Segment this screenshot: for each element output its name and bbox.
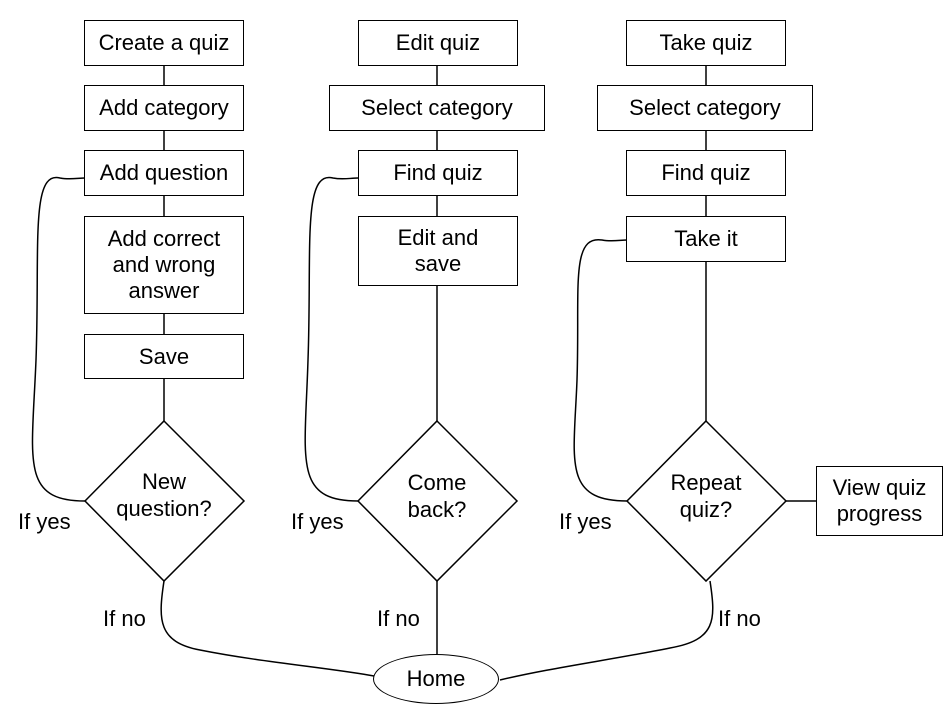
yes-label: If yes [18, 509, 71, 534]
step-find-quiz: Find quiz [358, 150, 518, 196]
no-label: If no [718, 606, 761, 631]
step-save: Save [84, 334, 244, 379]
step-take-quiz: Take quiz [626, 20, 786, 66]
step-add-question: Add question [84, 150, 244, 196]
yes-label: If yes [559, 509, 612, 534]
decision-diamond [625, 419, 788, 583]
loop-connector [31, 176, 86, 502]
step-edit-and-save: Edit and save [358, 216, 518, 286]
step-create-quiz: Create a quiz [84, 20, 244, 66]
step-view-quiz-progress: View quiz progress [816, 466, 943, 536]
step-add-category: Add category [84, 85, 244, 131]
yes-label: If yes [291, 509, 344, 534]
step-select-category: Select category [597, 85, 813, 131]
decision-new-question: New question? [116, 469, 212, 521]
decision-come-back: Come back? [407, 470, 467, 522]
loop-connector [304, 176, 359, 502]
loop-connector [573, 239, 628, 502]
step-edit-quiz: Edit quiz [358, 20, 518, 66]
step-take-it: Take it [626, 216, 786, 262]
connector-to-home [160, 580, 375, 677]
step-add-answers: Add correct and wrong answer [84, 216, 244, 314]
step-find-quiz: Find quiz [626, 150, 786, 196]
decision-repeat-quiz: Repeat quiz? [670, 470, 742, 522]
decision-diamond [356, 419, 519, 583]
no-label: If no [103, 606, 146, 631]
step-select-category: Select category [329, 85, 545, 131]
terminal-home: Home [373, 654, 499, 704]
no-label: If no [377, 606, 420, 631]
connector-to-home [499, 580, 714, 681]
